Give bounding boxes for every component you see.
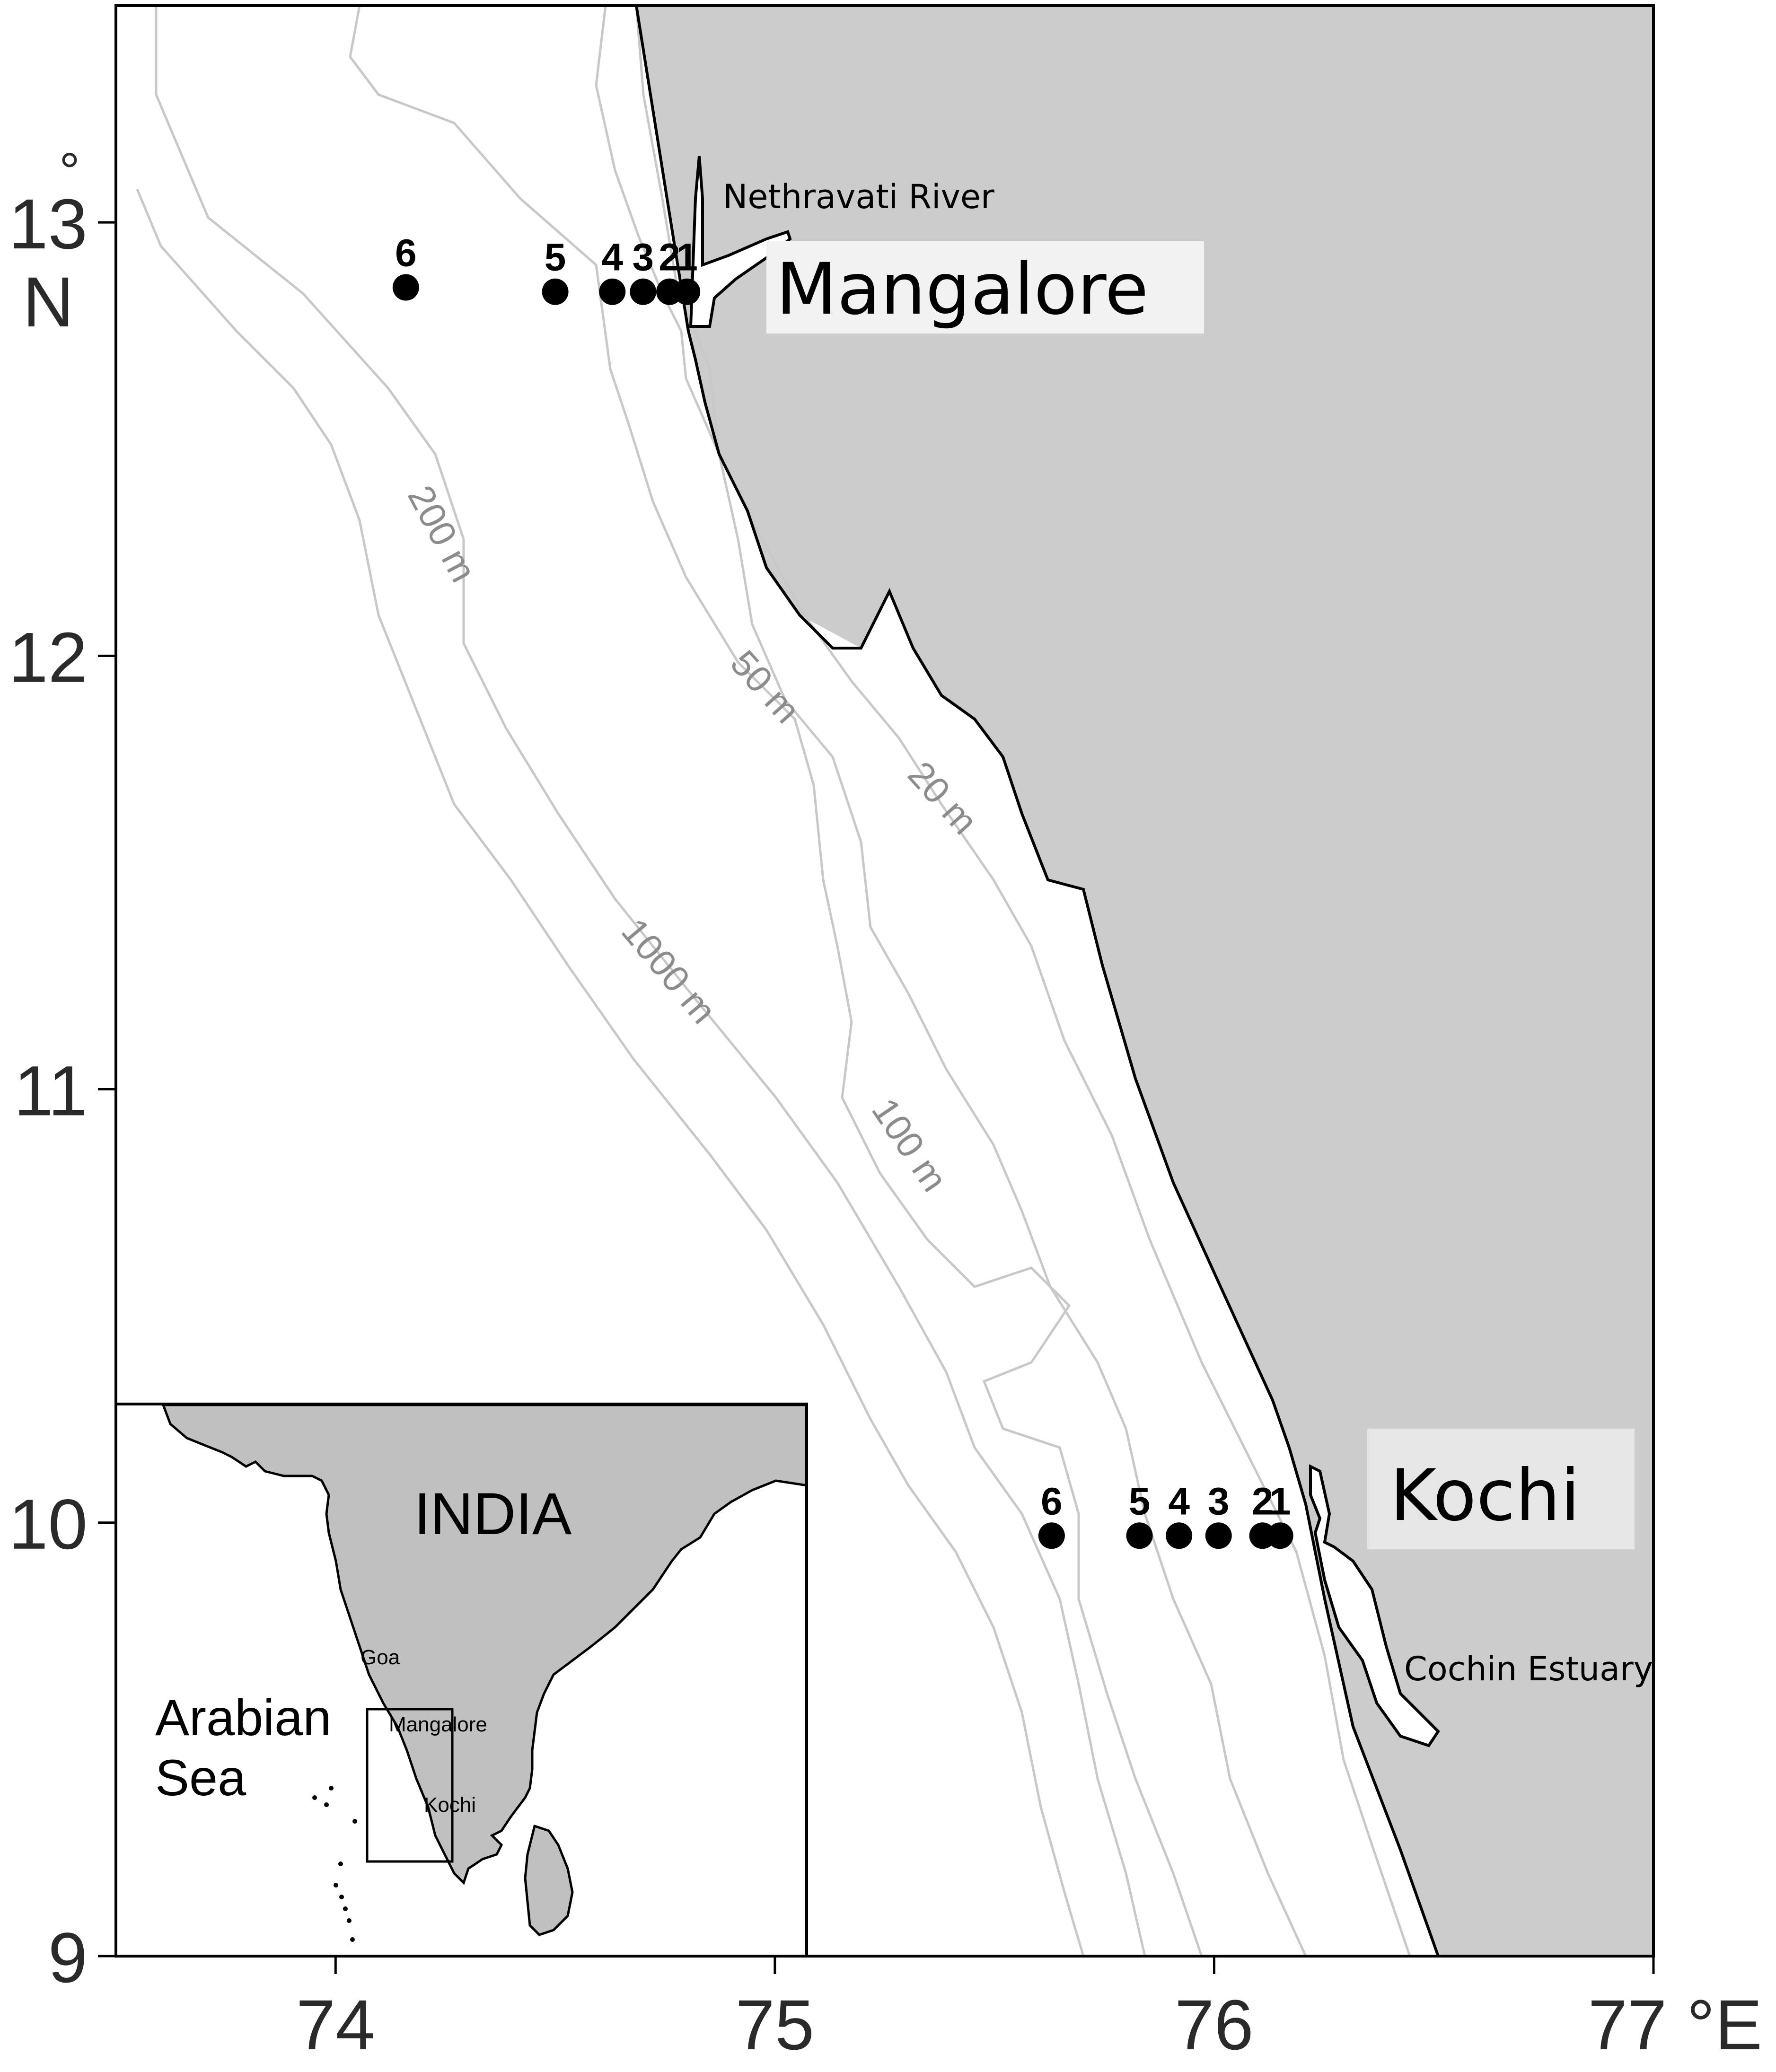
lat-degree-symbol: ° xyxy=(59,142,80,201)
station-marker xyxy=(599,278,626,305)
inset-study-area-box xyxy=(366,1708,454,1863)
station-label: 6 xyxy=(395,232,417,275)
station-marker xyxy=(392,274,419,301)
bathymetry-contours xyxy=(136,5,1411,1957)
contour-1000m xyxy=(136,189,1085,1957)
y-tick-label: 13 xyxy=(9,184,88,263)
x-tick-label: 75 xyxy=(735,1985,814,2064)
y-tick-label: 9 xyxy=(48,1918,88,1997)
station-marker xyxy=(1126,1522,1153,1549)
station-marker xyxy=(1266,1522,1293,1549)
x-tick-label: 77 xyxy=(1588,1985,1667,2064)
station-label: 6 xyxy=(1041,1480,1063,1523)
cochin-estuary-label: Cochin Estuary xyxy=(1404,1650,1653,1688)
station-marker xyxy=(1205,1522,1232,1549)
inset-map: INDIA Arabian Sea Goa Mangalore Kochi xyxy=(114,1403,808,1958)
station-label: 5 xyxy=(545,236,566,279)
station-label: 4 xyxy=(1168,1480,1190,1523)
lat-unit-label: N xyxy=(23,262,74,342)
contour-label-100m: 100 m xyxy=(864,1090,956,1199)
contour-50m xyxy=(595,5,1307,1957)
station-label: 2 xyxy=(1252,1480,1274,1523)
station-marker xyxy=(1166,1522,1193,1549)
inset-islands xyxy=(312,1786,357,1942)
inset-india-land xyxy=(161,1404,808,1885)
contour-20m xyxy=(635,5,1411,1957)
station-label: 4 xyxy=(601,236,623,279)
station-label: 1 xyxy=(1269,1480,1291,1523)
y-tick-label: 11 xyxy=(14,1051,88,1131)
cochin-estuary xyxy=(1309,1464,1440,1747)
station-label: 3 xyxy=(1208,1480,1230,1523)
contour-100m xyxy=(349,5,1203,1957)
kochi-label-bg xyxy=(1367,1429,1635,1549)
inset-sea-label: Sea xyxy=(155,1749,246,1806)
kochi-label: Kochi xyxy=(1390,1455,1580,1537)
station-label: 1 xyxy=(676,236,698,279)
x-unit-label: °E xyxy=(1687,1985,1762,2064)
y-tick-label: 12 xyxy=(9,617,88,697)
mangalore-label: Mangalore xyxy=(776,248,1149,331)
inset-sri-lanka xyxy=(524,1824,574,1936)
inset-india-label: INDIA xyxy=(414,1481,572,1547)
contour-label-50m: 50 m xyxy=(722,642,808,731)
inset-frame xyxy=(114,1403,808,1958)
inset-kochi-label: Kochi xyxy=(424,1793,476,1817)
mangalore-label-bg xyxy=(766,241,1204,334)
station-marker xyxy=(674,278,701,305)
x-tick-label: 74 xyxy=(296,1985,375,2064)
coastline xyxy=(635,5,1440,1957)
inset-goa-label: Goa xyxy=(360,1646,400,1669)
contour-200m xyxy=(155,6,1146,1957)
station-label: 3 xyxy=(632,236,654,279)
station-marker xyxy=(630,278,657,305)
station-marker xyxy=(1038,1522,1065,1549)
x-tick-label: 76 xyxy=(1175,1985,1254,2064)
map-frame xyxy=(114,4,1655,1958)
station-marker xyxy=(542,278,569,305)
contour-label-1000m: 1000 m xyxy=(614,910,725,1031)
nethravati-river xyxy=(689,156,792,328)
station-label: 2 xyxy=(659,236,680,279)
nethravati-river-label: Nethravati River xyxy=(723,177,994,216)
y-tick-label: 10 xyxy=(9,1484,88,1564)
contour-label-20m: 20 m xyxy=(900,753,985,842)
inset-arabian-label: Arabian xyxy=(155,1689,331,1746)
contour-label-200m: 200 m xyxy=(400,479,484,589)
inset-mangalore-label: Mangalore xyxy=(389,1713,487,1736)
station-label: 5 xyxy=(1129,1480,1151,1523)
